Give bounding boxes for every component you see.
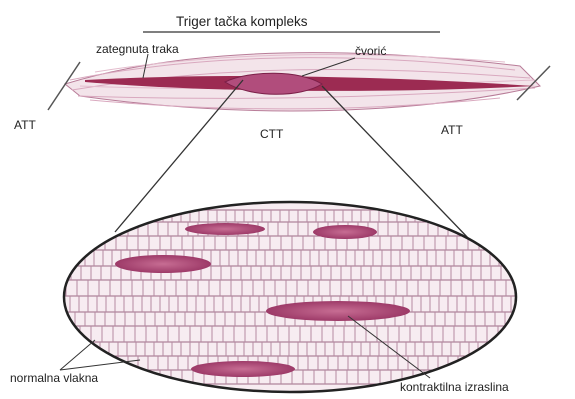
normal-fiber-pointer-1 xyxy=(60,340,95,370)
label-contraction-knot: kontraktilna izraslina xyxy=(400,380,509,394)
diagram-title: Triger tačka kompleks xyxy=(176,14,308,29)
label-ctt: CTT xyxy=(260,127,283,141)
label-taut-band: zategnuta traka xyxy=(96,42,179,56)
label-att-right: ATT xyxy=(441,123,463,137)
magnified-fibers xyxy=(60,202,520,392)
normal-fiber-pointer-2 xyxy=(60,360,140,370)
label-nodule: čvorić xyxy=(355,44,386,58)
label-att-left: ATT xyxy=(14,118,36,132)
label-normal-fibers: normalna vlakna xyxy=(10,371,98,385)
